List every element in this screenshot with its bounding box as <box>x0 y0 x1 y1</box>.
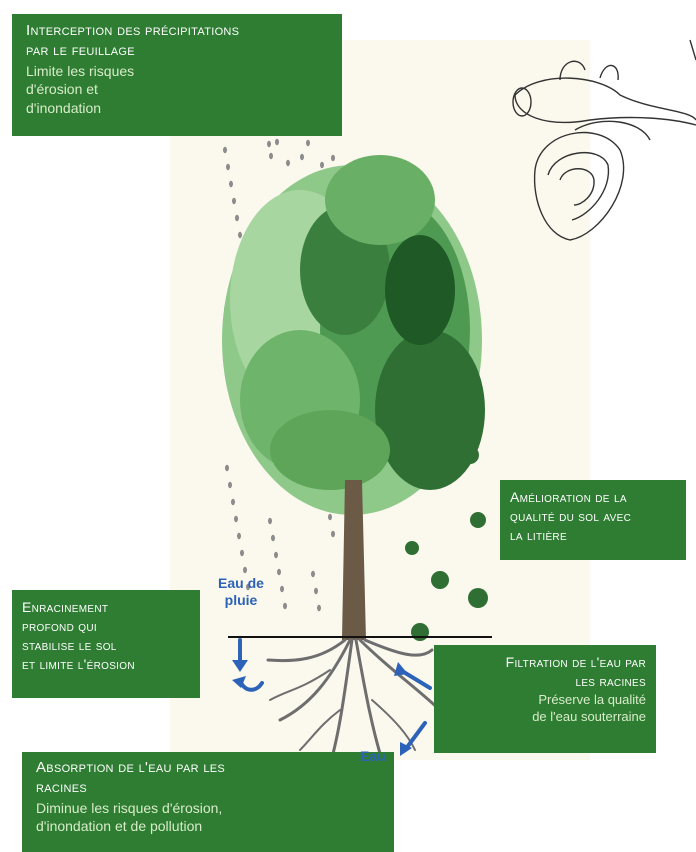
enracinement-box: Enracinement profond qui stabilise le so… <box>12 590 200 698</box>
raindrop-icon <box>232 198 236 204</box>
filtration-title-2: les racines <box>444 672 646 691</box>
tree-trunk <box>342 480 366 640</box>
absorption-title-2: racines <box>36 778 380 798</box>
raindrop-icon <box>331 155 335 161</box>
enracinement-title-2: profond qui <box>22 617 190 636</box>
filtration-title-1: Filtration de l'eau par <box>444 653 646 672</box>
enracinement-title-3: stabilise le sol <box>22 636 190 655</box>
filtration-subtitle-2: de l'eau souterraine <box>444 708 646 726</box>
water-label-text: Eau <box>360 748 386 764</box>
enracinement-title-4: et limite l'érosion <box>22 655 190 674</box>
raindrop-icon <box>280 586 284 592</box>
filtration-subtitle-1: Préserve la qualité <box>444 691 646 709</box>
raindrop-icon <box>328 514 332 520</box>
filtration-box: Filtration de l'eau par les racines Prés… <box>434 645 656 753</box>
raindrop-icon <box>331 531 335 537</box>
raindrop-icon <box>243 567 247 573</box>
raindrop-icon <box>275 139 279 145</box>
raindrop-icon <box>228 482 232 488</box>
enracinement-title-1: Enracinement <box>22 598 190 617</box>
raindrop-icon <box>226 164 230 170</box>
interception-subtitle-3: d'inondation <box>26 99 328 118</box>
tree-foliage <box>222 155 485 515</box>
raindrop-icon <box>235 215 239 221</box>
raindrop-icon <box>237 533 241 539</box>
absorption-subtitle-2: d'inondation et de pollution <box>36 817 380 836</box>
raindrop-icon <box>320 162 324 168</box>
amelioration-title-2: qualité du sol avec <box>510 507 676 526</box>
raindrop-icon <box>267 141 271 147</box>
raindrop-icon <box>283 603 287 609</box>
absorption-box: Absorption de l'eau par les racines Dimi… <box>22 752 394 852</box>
raindrop-icon <box>306 140 310 146</box>
raindrop-icon <box>317 605 321 611</box>
rain-label: Eau de pluie <box>216 575 266 609</box>
raindrop-icon <box>286 160 290 166</box>
tree-roots <box>268 640 445 770</box>
interception-title-2: par le feuillage <box>26 41 328 61</box>
interception-title-1: Interception des précipitations <box>26 21 328 41</box>
absorption-title-1: Absorption de l'eau par les <box>36 758 380 778</box>
interception-subtitle-1: Limite les risques <box>26 62 328 81</box>
raindrop-icon <box>268 518 272 524</box>
raindrop-icon <box>234 516 238 522</box>
raindrop-icon <box>300 154 304 160</box>
raindrop-icon <box>225 465 229 471</box>
water-flow-arrows <box>240 640 430 750</box>
raindrop-icon <box>271 535 275 541</box>
raindrop-icon <box>311 571 315 577</box>
rain-label-line1: Eau de <box>218 575 264 591</box>
snail-icon <box>513 40 696 240</box>
absorption-subtitle-1: Diminue les risques d'érosion, <box>36 799 380 818</box>
interception-subtitle-2: d'érosion et <box>26 80 328 99</box>
raindrop-icon <box>277 569 281 575</box>
rain-label-line2: pluie <box>225 592 258 608</box>
raindrop-icon <box>229 181 233 187</box>
amelioration-title-1: Amélioration de la <box>510 488 676 507</box>
raindrop-icon <box>231 499 235 505</box>
raindrop-icon <box>223 147 227 153</box>
raindrop-icon <box>314 588 318 594</box>
raindrop-icon <box>240 550 244 556</box>
raindrop-icon <box>274 552 278 558</box>
interception-box: Interception des précipitations par le f… <box>12 14 342 136</box>
water-label: Eau <box>360 748 386 765</box>
amelioration-title-3: la litière <box>510 526 676 545</box>
raindrop-icon <box>238 232 242 238</box>
amelioration-box: Amélioration de la qualité du sol avec l… <box>500 480 686 560</box>
raindrop-icon <box>269 153 273 159</box>
